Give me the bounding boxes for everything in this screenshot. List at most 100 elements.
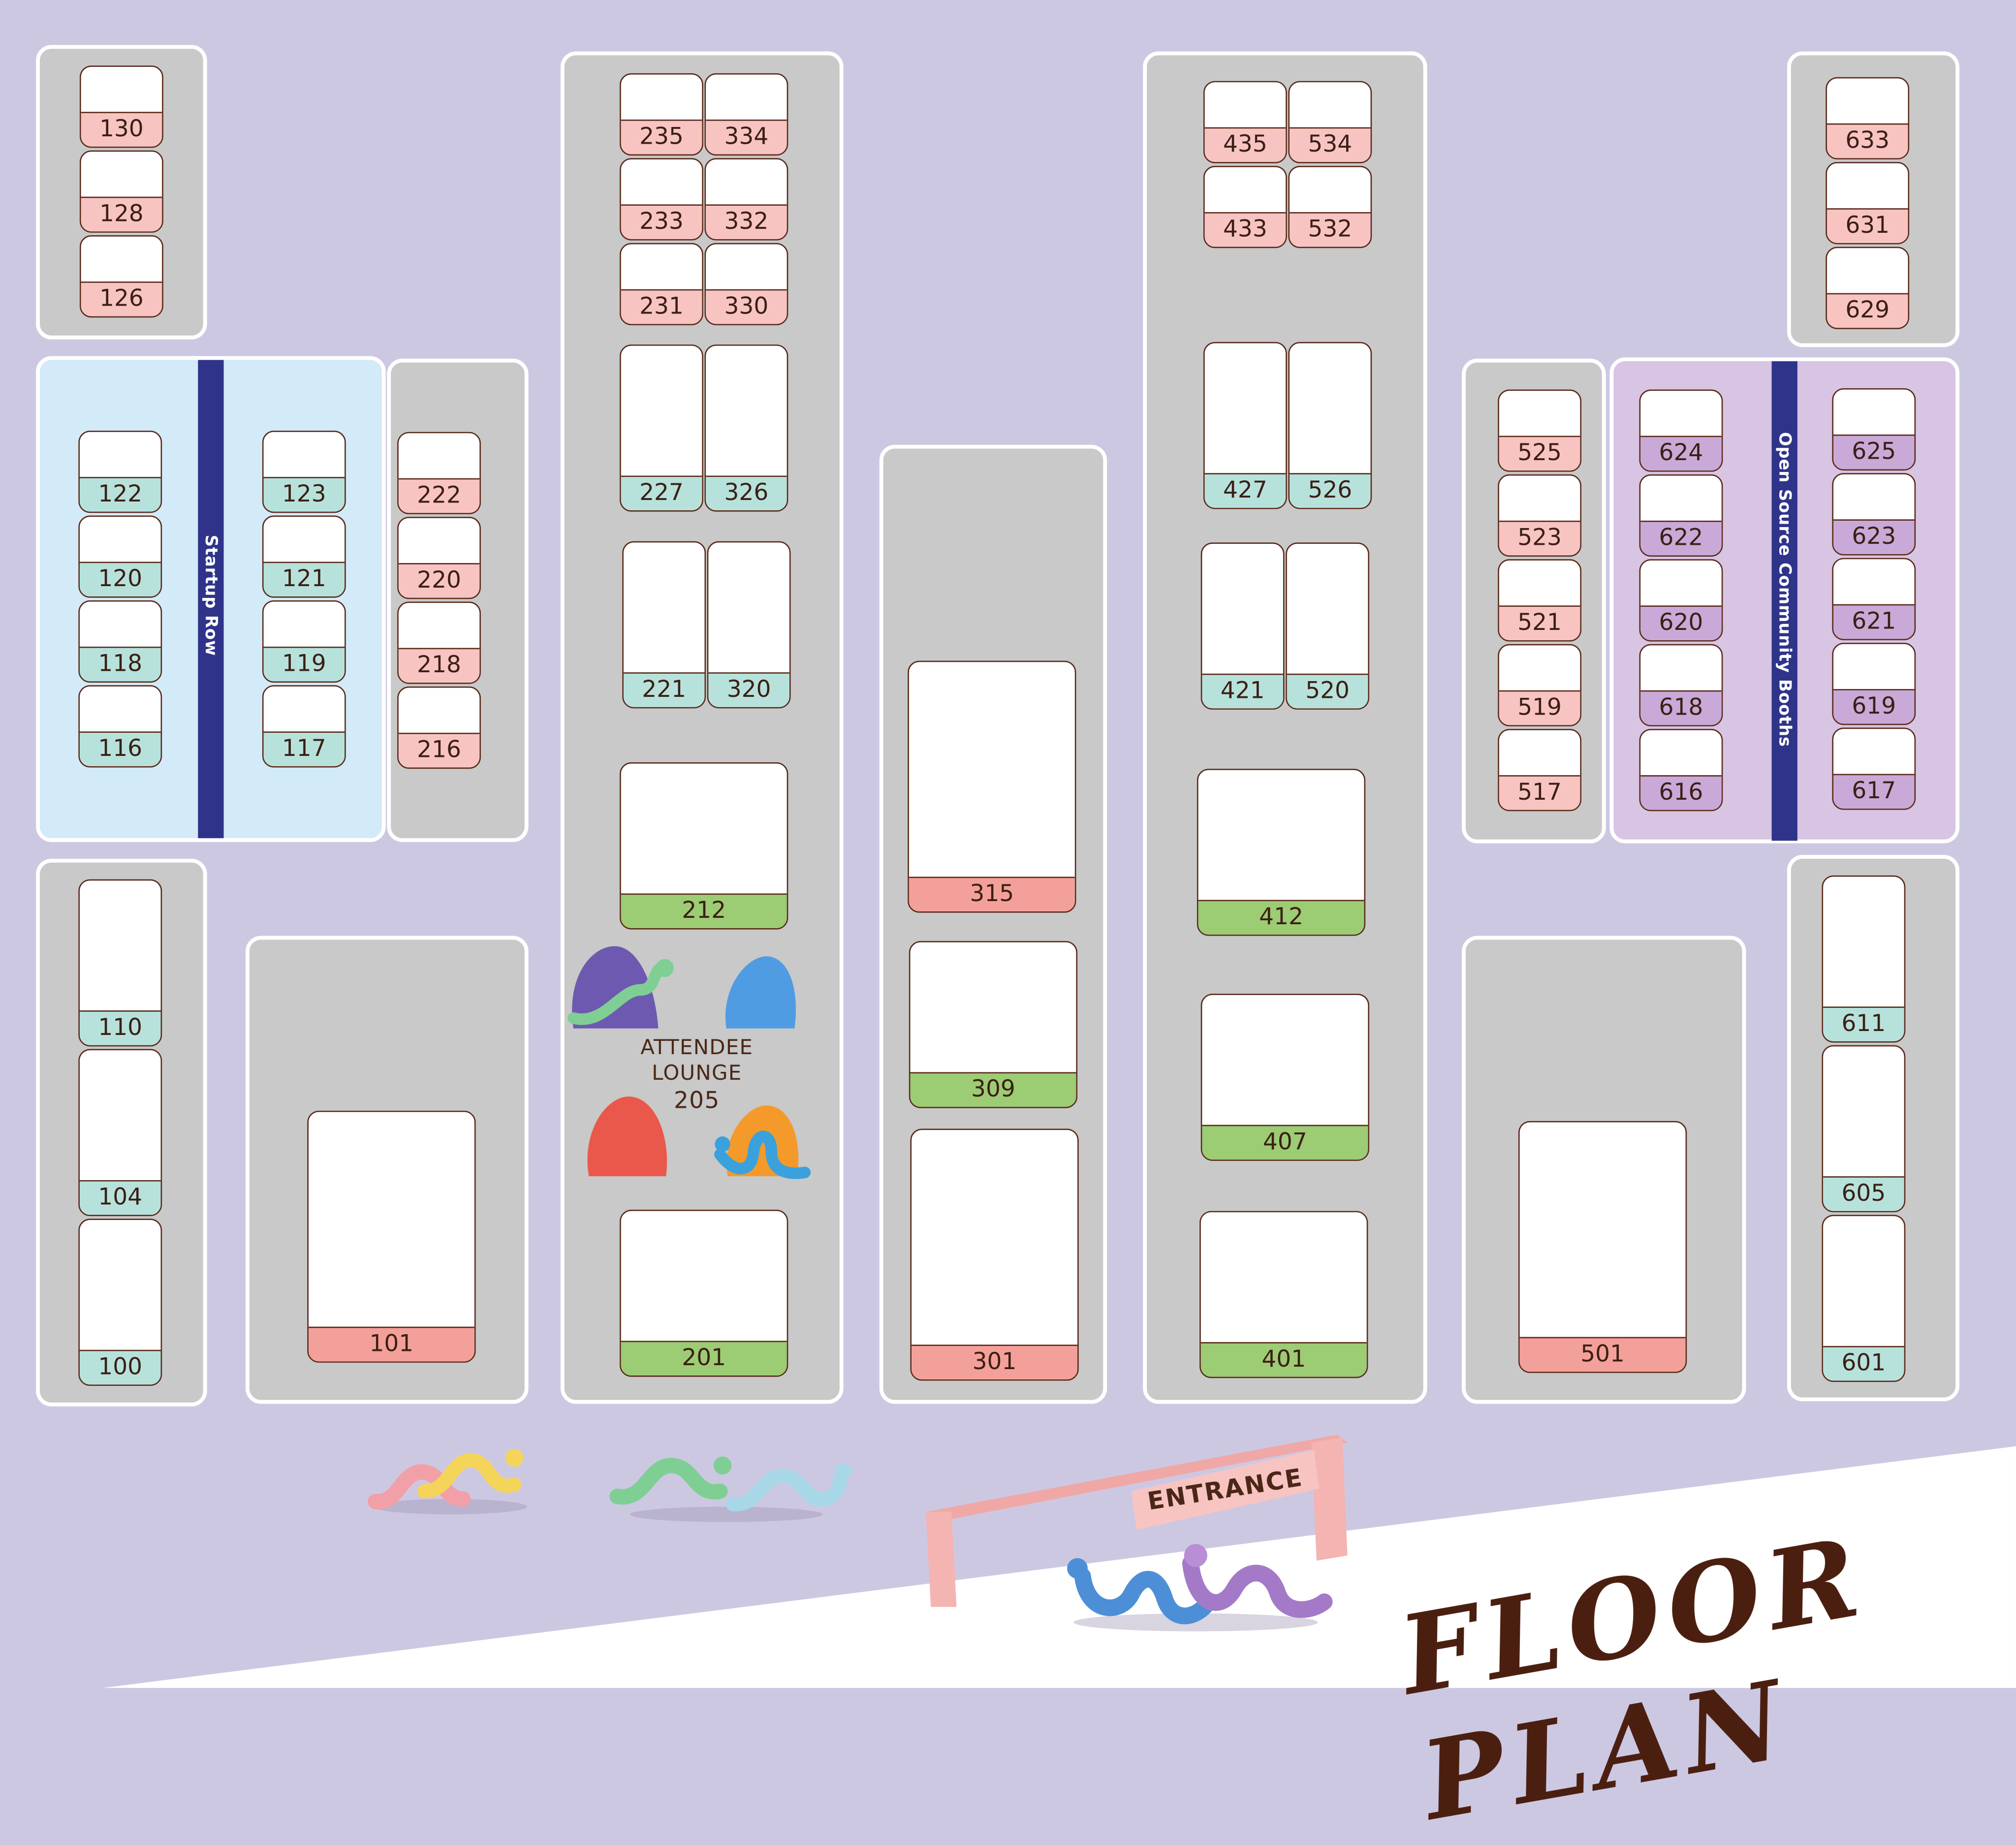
booth-number: 220	[398, 563, 480, 598]
booth-number: 332	[706, 204, 787, 239]
booth-221[interactable]: 221	[622, 541, 706, 709]
booth-104[interactable]: 104	[78, 1049, 162, 1217]
booth-320[interactable]: 320	[707, 541, 791, 709]
booth-525[interactable]: 525	[1498, 389, 1582, 472]
booth-435[interactable]: 435	[1203, 81, 1287, 163]
booth-number: 517	[1499, 775, 1580, 810]
booth-number: 320	[708, 672, 789, 707]
booth-601[interactable]: 601	[1822, 1215, 1906, 1382]
booth-631[interactable]: 631	[1826, 162, 1910, 245]
booth-220[interactable]: 220	[397, 517, 481, 599]
booth-315[interactable]: 315	[908, 660, 1076, 913]
booth-119[interactable]: 119	[262, 600, 346, 683]
booth-116[interactable]: 116	[78, 685, 162, 768]
booth-101[interactable]: 101	[307, 1110, 476, 1363]
booth-128[interactable]: 128	[79, 150, 163, 233]
booth-number: 427	[1204, 473, 1286, 508]
booth-122[interactable]: 122	[78, 431, 162, 513]
booth-120[interactable]: 120	[78, 515, 162, 598]
booth-623[interactable]: 623	[1832, 473, 1916, 556]
booth-519[interactable]: 519	[1498, 644, 1582, 726]
booth-625[interactable]: 625	[1832, 388, 1916, 471]
booth-332[interactable]: 332	[704, 158, 788, 241]
booth-624[interactable]: 624	[1639, 389, 1723, 472]
booth-523[interactable]: 523	[1498, 474, 1582, 557]
booth-521[interactable]: 521	[1498, 559, 1582, 642]
booth-412[interactable]: 412	[1197, 769, 1366, 936]
booth-334[interactable]: 334	[704, 73, 788, 156]
booth-622[interactable]: 622	[1639, 474, 1723, 557]
booth-number: 218	[398, 648, 480, 683]
booth-433[interactable]: 433	[1203, 165, 1287, 249]
booth-517[interactable]: 517	[1498, 729, 1582, 812]
booth-534[interactable]: 534	[1288, 81, 1372, 163]
booth-number: 309	[910, 1072, 1076, 1107]
booth-110[interactable]: 110	[78, 879, 162, 1047]
booth-309[interactable]: 309	[909, 941, 1078, 1108]
booth-number: 216	[398, 732, 480, 768]
booth-201[interactable]: 201	[620, 1210, 788, 1377]
booth-number: 104	[79, 1180, 161, 1215]
booth-218[interactable]: 218	[397, 601, 481, 684]
booth-number: 617	[1833, 774, 1915, 809]
booth-123[interactable]: 123	[262, 431, 346, 513]
booth-301[interactable]: 301	[910, 1128, 1079, 1381]
booth-233[interactable]: 233	[620, 158, 703, 241]
booth-633[interactable]: 633	[1826, 77, 1910, 159]
booth-number: 605	[1823, 1176, 1904, 1211]
booth-618[interactable]: 618	[1639, 644, 1723, 726]
booth-532[interactable]: 532	[1288, 165, 1372, 249]
booth-526[interactable]: 526	[1288, 342, 1372, 509]
booth-216[interactable]: 216	[397, 686, 481, 769]
booth-212[interactable]: 212	[620, 762, 788, 930]
booth-421[interactable]: 421	[1200, 542, 1285, 710]
booth-620[interactable]: 620	[1639, 559, 1723, 642]
booth-number: 501	[1519, 1337, 1686, 1372]
booth-number: 520	[1287, 673, 1368, 709]
booth-326[interactable]: 326	[704, 344, 788, 512]
booth-number: 233	[621, 204, 702, 239]
booth-number: 315	[909, 876, 1075, 912]
booth-401[interactable]: 401	[1199, 1211, 1368, 1378]
booth-118[interactable]: 118	[78, 600, 162, 683]
booth-629[interactable]: 629	[1826, 247, 1910, 329]
booth-number: 126	[81, 281, 162, 316]
booth-611[interactable]: 611	[1822, 875, 1906, 1043]
booth-100[interactable]: 100	[78, 1219, 162, 1386]
lounge-number: 205	[673, 1087, 720, 1115]
booth-117[interactable]: 117	[262, 685, 346, 768]
booth-617[interactable]: 617	[1832, 727, 1916, 810]
booth-407[interactable]: 407	[1200, 994, 1369, 1161]
booth-number: 631	[1827, 208, 1908, 243]
booth-number: 116	[79, 731, 161, 766]
booth-121[interactable]: 121	[262, 515, 346, 598]
booth-number: 633	[1827, 123, 1908, 158]
lounge-label: ATTENDEE LOUNGE 205	[620, 1035, 774, 1115]
booth-227[interactable]: 227	[620, 344, 703, 512]
booth-231[interactable]: 231	[620, 243, 703, 325]
booth-126[interactable]: 126	[79, 235, 163, 318]
booth-130[interactable]: 130	[79, 65, 163, 148]
booth-number: 231	[621, 289, 702, 324]
booth-number: 330	[706, 289, 787, 324]
booth-222[interactable]: 222	[397, 432, 481, 514]
booth-616[interactable]: 616	[1639, 729, 1723, 812]
booth-number: 623	[1833, 519, 1915, 554]
booth-621[interactable]: 621	[1832, 558, 1916, 640]
booth-520[interactable]: 520	[1286, 542, 1369, 710]
booth-number: 601	[1823, 1345, 1904, 1381]
booth-number: 401	[1200, 1342, 1367, 1377]
booth-605[interactable]: 605	[1822, 1045, 1906, 1213]
booth-number: 201	[621, 1341, 787, 1376]
booth-number: 128	[81, 196, 162, 232]
booth-619[interactable]: 619	[1832, 643, 1916, 725]
booth-number: 616	[1640, 775, 1722, 810]
booth-number: 435	[1204, 127, 1286, 162]
booth-number: 521	[1499, 605, 1580, 640]
booth-427[interactable]: 427	[1203, 342, 1287, 509]
booth-number: 407	[1202, 1125, 1368, 1160]
booth-330[interactable]: 330	[704, 243, 788, 325]
booth-501[interactable]: 501	[1518, 1121, 1687, 1373]
booth-number: 624	[1640, 436, 1722, 471]
booth-235[interactable]: 235	[620, 73, 703, 156]
